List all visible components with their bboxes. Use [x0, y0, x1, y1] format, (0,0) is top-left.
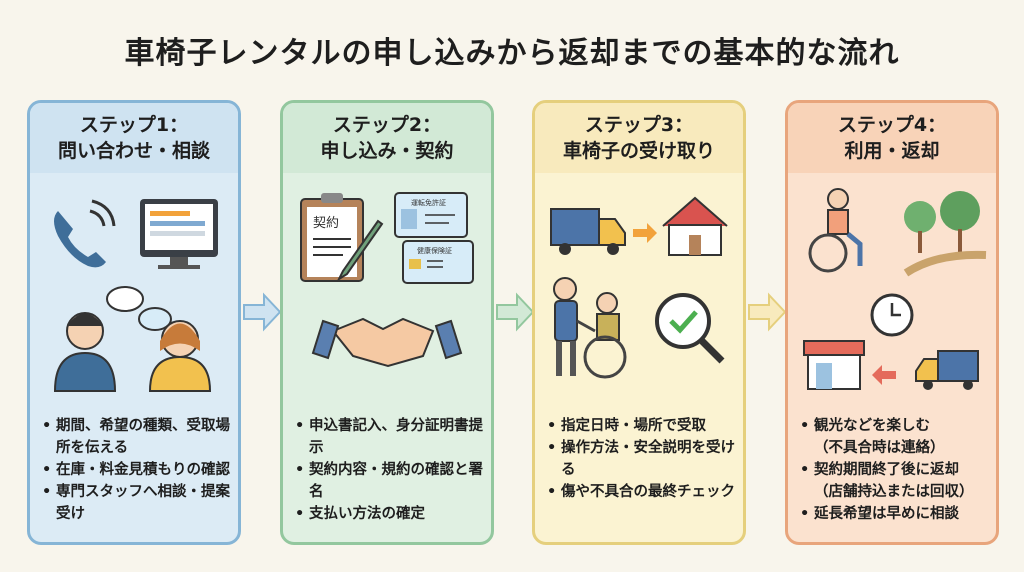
staff-customer-icon	[53, 312, 212, 392]
step-4-illustration	[803, 188, 987, 390]
bullet: 支払い方法の確定	[293, 503, 483, 525]
id-card-text: 運転免許証	[411, 198, 446, 207]
step-label: ステップ2：	[332, 114, 442, 136]
bullet: 申込書記入、身分証明書提示	[293, 415, 483, 459]
step-name: 利用・返却	[844, 140, 940, 162]
step-label: ステップ1：	[79, 114, 189, 136]
clock-icon	[870, 293, 914, 337]
pen-icon	[336, 219, 384, 282]
phone-icon	[54, 199, 116, 268]
step-3-bullets: 指定日時・場所で受取 操作方法・安全説明を受ける 傷や不具合の最終チェック	[545, 415, 735, 503]
bullet-text: 観光などを楽しむ	[814, 418, 930, 434]
step-name: 問い合わせ・相談	[57, 140, 210, 162]
bullet: 契約期間終了後に返却 （店舗持込または回収）	[798, 459, 988, 503]
bullet-text: 契約期間終了後に返却	[814, 462, 959, 478]
step-4-bullets: 観光などを楽しむ（不具合時は連絡） 契約期間終了後に返却（店舗持込または回収） …	[798, 415, 988, 525]
store-icon	[803, 340, 865, 390]
house-icon	[662, 196, 728, 256]
page-title: 車椅子レンタルの申し込みから返却までの基本的な流れ	[124, 36, 900, 71]
insurance-card-text: 健康保険証	[417, 246, 452, 255]
insurance-card-icon: 健康保険証	[402, 240, 474, 284]
step-label: ステップ4：	[837, 114, 947, 136]
bullet: 延長希望は早めに相談	[798, 503, 988, 525]
wheelchair-staff-icon	[553, 277, 627, 379]
magnifier-check-icon	[655, 293, 725, 364]
step-2-card: ステップ2： 申し込み・契約 契約 運転免許証 健康保険証 申込書記入、身分証明…	[280, 100, 494, 545]
step-2-illustration: 契約 運転免許証 健康保険証	[300, 192, 474, 368]
bullet: 専門スタッフへ相談・提案受け	[40, 481, 230, 525]
step-4-header: ステップ4： 利用・返却	[788, 103, 996, 173]
bullet: 契約内容・規約の確認と署名	[293, 459, 483, 503]
park-icon	[903, 191, 987, 277]
truck-icon	[550, 208, 626, 255]
computer-icon	[140, 199, 218, 269]
wheelchair-user-icon	[808, 188, 863, 273]
bullet: 観光などを楽しむ （不具合時は連絡）	[798, 415, 988, 459]
arrow-left-icon	[872, 365, 896, 385]
bullet-text: 延長希望は早めに相談	[814, 506, 959, 522]
step-2-bullets: 申込書記入、身分証明書提示 契約内容・規約の確認と署名 支払い方法の確定	[293, 415, 483, 525]
id-card-icon: 運転免許証	[394, 192, 468, 238]
step-1-illustration	[53, 199, 218, 392]
arrow-right-icon	[748, 292, 787, 332]
step-3-card: ステップ3： 車椅子の受け取り 指定日時・場所で受取 操作方法・安全説明を受ける…	[532, 100, 746, 545]
step-name: 車椅子の受け取り	[562, 140, 715, 162]
arrow-right-icon	[633, 223, 657, 243]
step-4-card: ステップ4： 利用・返却 観光などを楽しむ （不具合時は連絡） 契約期間終了後に返…	[785, 100, 999, 545]
step-1-header: ステップ1： 問い合わせ・相談	[30, 103, 238, 173]
step-name: 申し込み・契約	[320, 140, 454, 162]
clipboard-text: 契約	[313, 216, 339, 231]
handshake-icon	[311, 317, 463, 368]
bullet: 操作方法・安全説明を受ける	[545, 437, 735, 481]
step-3-illustration	[550, 196, 728, 379]
bullet-note: （不具合時は連絡）	[814, 440, 945, 456]
bullet: 傷や不具合の最終チェック	[545, 481, 735, 503]
step-2-header: ステップ2： 申し込み・契約	[283, 103, 491, 173]
arrow-right-icon	[243, 292, 282, 332]
step-1-card: ステップ1： 問い合わせ・相談 期間、希望の種類、受取場所を伝える 在庫・料金見…	[27, 100, 241, 545]
step-3-header: ステップ3： 車椅子の受け取り	[535, 103, 743, 173]
arrow-right-icon	[496, 292, 535, 332]
chat-bubble-icon	[106, 286, 172, 331]
step-label: ステップ3：	[584, 114, 694, 136]
bullet: 期間、希望の種類、受取場所を伝える	[40, 415, 230, 459]
step-1-bullets: 期間、希望の種類、受取場所を伝える 在庫・料金見積もりの確認 専門スタッフへ相談…	[40, 415, 230, 525]
truck-icon	[915, 350, 979, 390]
clipboard-contract-icon: 契約	[300, 193, 364, 282]
bullet: 指定日時・場所で受取	[545, 415, 735, 437]
bullet: 在庫・料金見積もりの確認	[40, 459, 230, 481]
bullet-note: （店舗持込または回収）	[814, 484, 974, 500]
